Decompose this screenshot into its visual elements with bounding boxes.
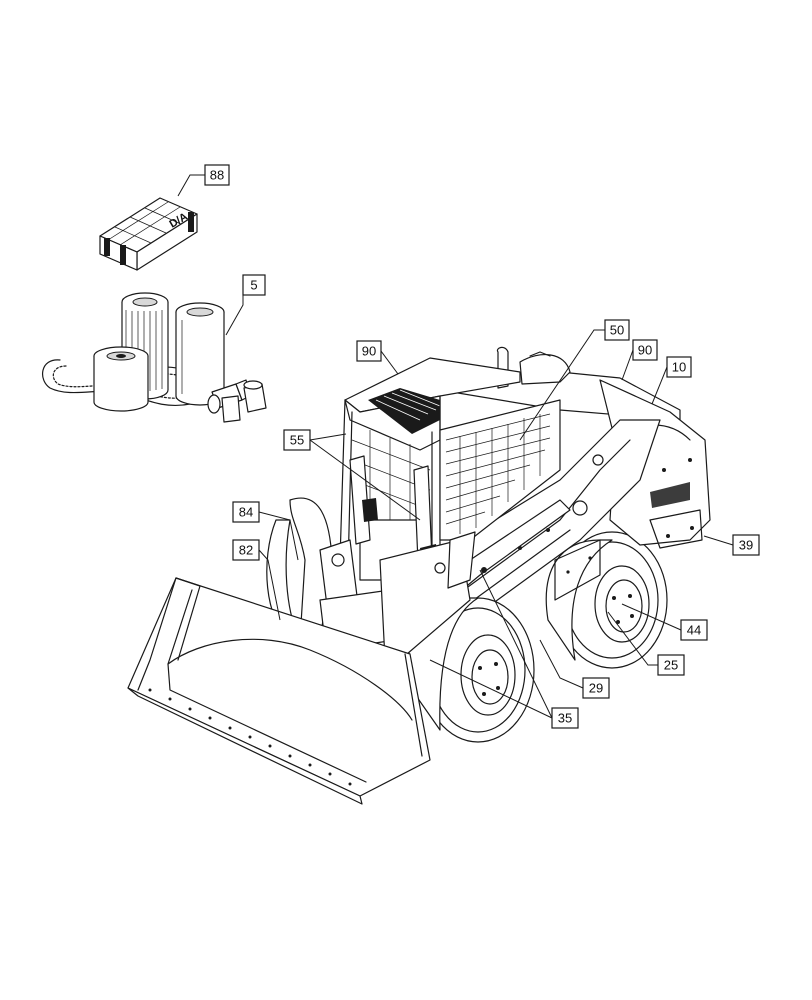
callout-label: 44: [687, 623, 701, 638]
callout-box: [732, 534, 760, 556]
callout-82: 82: [232, 539, 260, 561]
callout-label: 39: [739, 538, 753, 553]
callout-box: [232, 539, 260, 561]
callout-10: 10: [666, 356, 692, 378]
callout-box: [232, 501, 260, 523]
callout-label: 10: [672, 360, 686, 375]
callout-box: [666, 356, 692, 378]
callout-84: 84: [232, 501, 260, 523]
callout-box: [680, 619, 708, 641]
callout-44: 44: [680, 619, 708, 641]
callout-label: 35: [558, 711, 572, 726]
callout-label: 5: [250, 278, 257, 293]
callout-box: [551, 707, 579, 729]
loader-body: [266, 346, 711, 743]
callout-5: 5: [242, 274, 266, 296]
callout-label: 29: [589, 681, 603, 696]
callout-box: [604, 319, 630, 341]
callout-39: 39: [732, 534, 760, 556]
callout-box: [582, 677, 610, 699]
callout-label: 50: [610, 323, 624, 338]
callout-label: 82: [239, 543, 253, 558]
callout-label: 55: [290, 433, 304, 448]
callout-55: 55: [283, 429, 311, 451]
callout-90-left: 90: [356, 340, 382, 362]
crate-illustration: D/A: [99, 197, 198, 271]
bucket-illustration: [127, 577, 431, 805]
callout-box: [242, 274, 266, 296]
callout-box: [657, 654, 685, 676]
callout-box: [356, 340, 382, 362]
callout-label: 90: [362, 344, 376, 359]
filter-kit-illustration: [42, 292, 267, 423]
callout-box: [283, 429, 311, 451]
callout-88: 88: [204, 164, 230, 186]
callout-label: 90: [638, 343, 652, 358]
callout-box: [204, 164, 230, 186]
callout-25: 25: [657, 654, 685, 676]
callout-50: 50: [604, 319, 630, 341]
callout-box: [632, 339, 658, 361]
callout-label: 88: [210, 168, 224, 183]
leader-lines: [177, 174, 734, 719]
callout-35: 35: [551, 707, 579, 729]
callout-90-right: 90: [632, 339, 658, 361]
callout-29: 29: [582, 677, 610, 699]
callout-label: 84: [239, 505, 253, 520]
callout-label: 25: [664, 658, 678, 673]
